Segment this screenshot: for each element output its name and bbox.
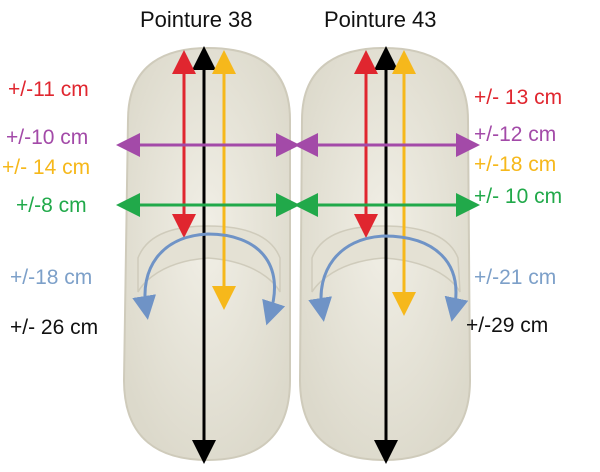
left-purple-measurement: +/-10 cm [6, 126, 89, 149]
right-blue-measurement: +/-21 cm [474, 266, 557, 289]
right-size-title: Pointure 43 [324, 7, 437, 32]
right-black-measurement: +/-29 cm [466, 314, 549, 337]
right-purple-measurement: +/-12 cm [474, 123, 557, 146]
left-blue-measurement: +/-18 cm [10, 266, 93, 289]
left-yellow-measurement: +/- 14 cm [2, 156, 91, 179]
left-slipper [122, 46, 291, 462]
left-blue-curve-arrow [132, 232, 286, 326]
right-blue-curve-arrow [308, 234, 469, 322]
right-green-measurement: +/- 10 cm [474, 185, 563, 208]
right-red-measurement: +/- 13 cm [474, 86, 563, 109]
left-green-measurement: +/-8 cm [16, 194, 87, 217]
left-red-measurement: +/-11 cm [8, 78, 89, 101]
left-black-measurement: +/- 26 cm [10, 316, 99, 339]
right-yellow-measurement: +/-18 cm [474, 153, 557, 176]
left-size-title: Pointure 38 [140, 7, 253, 32]
